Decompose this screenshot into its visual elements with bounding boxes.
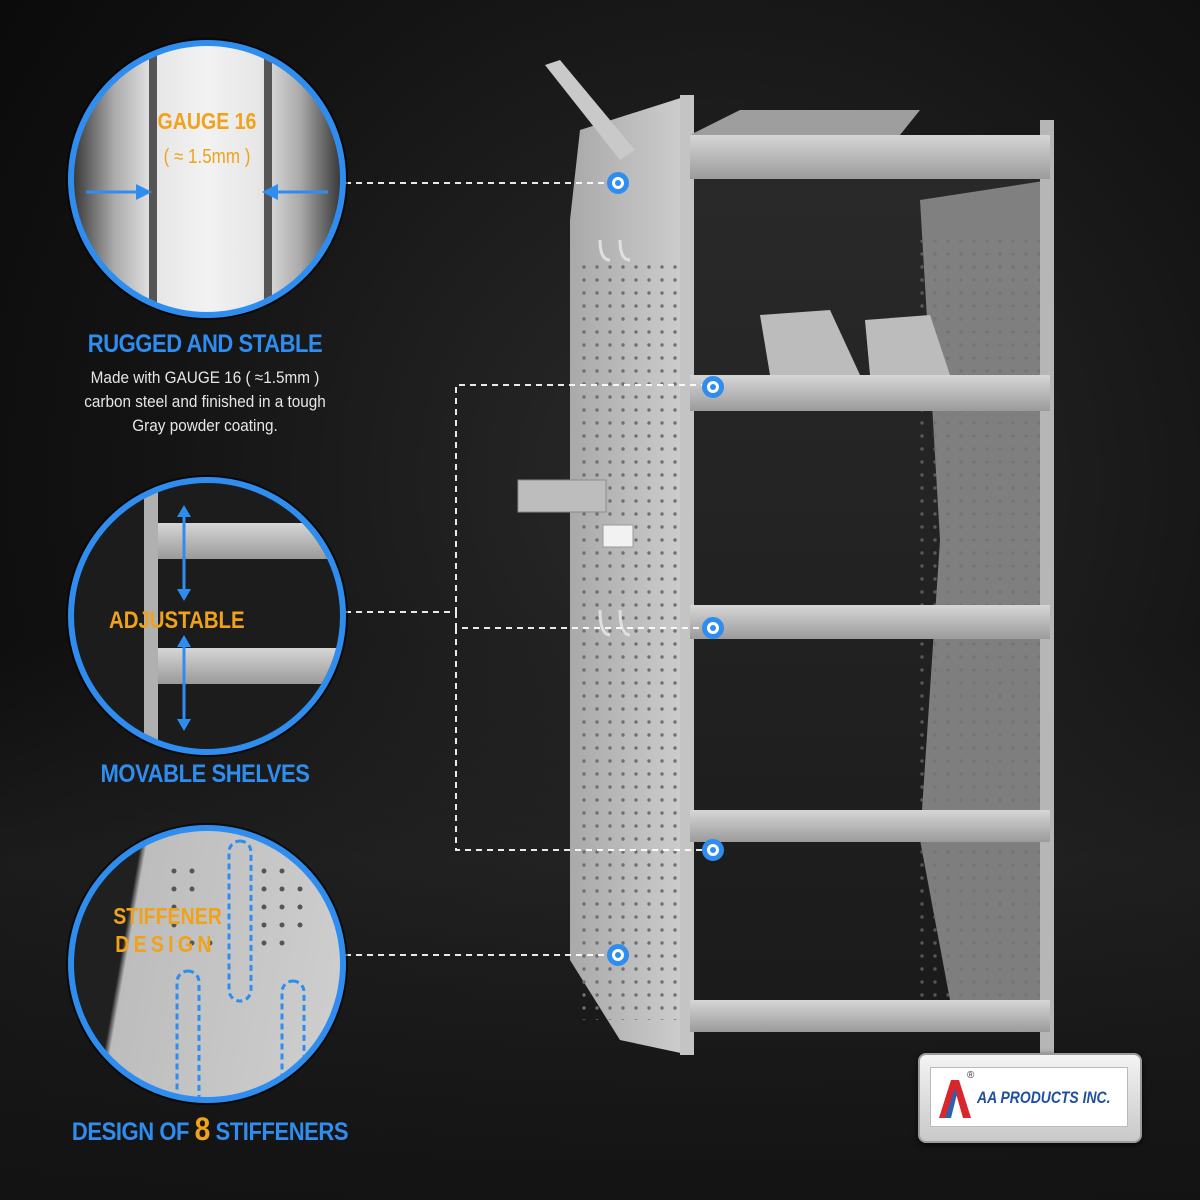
stiffener-label-line1: STIFFENER xyxy=(113,903,222,929)
hotspot-shelf-4[interactable] xyxy=(702,839,724,861)
rugged-title: RUGGED AND STABLE xyxy=(87,330,323,358)
rugged-description: Made with GAUGE 16 ( ≈1.5mm ) carbon ste… xyxy=(57,366,354,438)
adjustable-label: ADJUSTABLE xyxy=(109,607,245,634)
stiffeners-title: DESIGN OF 8 STIFFENERS xyxy=(69,1111,351,1148)
movable-shelves-title: MOVABLE SHELVES xyxy=(100,760,310,788)
brand-logo-inner: ® AA PRODUCTS INC. xyxy=(930,1067,1128,1127)
closeup-shelf-upper xyxy=(158,523,340,559)
stiffeners-title-suffix: STIFFENERS xyxy=(209,1118,349,1146)
stiffener-pattern xyxy=(171,839,306,1097)
up-down-arrows-icon xyxy=(177,505,191,731)
hotspot-shelf-2[interactable] xyxy=(702,376,724,398)
hotspot-shelf-3[interactable] xyxy=(702,617,724,639)
upright-post xyxy=(144,483,158,749)
closeup-shelf-lower xyxy=(158,648,340,684)
gauge-sublabel: ( ≈ 1.5mm ) xyxy=(163,146,251,168)
gauge-closeup-circle: GAUGE 16 ( ≈ 1.5mm ) xyxy=(68,40,346,318)
steel-edge-right xyxy=(264,46,272,312)
desc-line-3: Gray powder coating. xyxy=(132,416,278,435)
shelving-unit-illustration xyxy=(517,60,1054,1070)
steel-edge-left xyxy=(149,46,157,312)
registered-mark: ® xyxy=(967,1070,975,1081)
shelf-bottom xyxy=(690,1000,1050,1032)
desc-line-2: carbon steel and finished in a tough xyxy=(84,392,326,411)
gauge-label: GAUGE 16 xyxy=(157,108,257,134)
shelf-2 xyxy=(690,375,1050,411)
adjustable-closeup-circle: ADJUSTABLE xyxy=(68,477,346,755)
hotspot-stiffener[interactable] xyxy=(607,944,629,966)
shelf-top xyxy=(690,135,1050,179)
hotspot-gauge[interactable] xyxy=(607,172,629,194)
brand-logo-plate: ® AA PRODUCTS INC. xyxy=(918,1053,1142,1143)
desc-line-1: Made with GAUGE 16 ( ≈1.5mm ) xyxy=(90,368,320,387)
stiffeners-count: 8 xyxy=(194,1111,211,1147)
brand-name: AA PRODUCTS INC. xyxy=(977,1088,1111,1107)
aa-logo-icon xyxy=(939,1080,971,1118)
stiffeners-title-prefix: DESIGN OF xyxy=(71,1118,195,1146)
shelf-3 xyxy=(690,605,1050,639)
stiffener-closeup-circle: STIFFENER DESIGN xyxy=(68,825,346,1103)
thickness-arrows-icon xyxy=(86,184,328,200)
stiffener-label-line2: DESIGN xyxy=(115,931,216,957)
shelf-4 xyxy=(690,810,1050,842)
